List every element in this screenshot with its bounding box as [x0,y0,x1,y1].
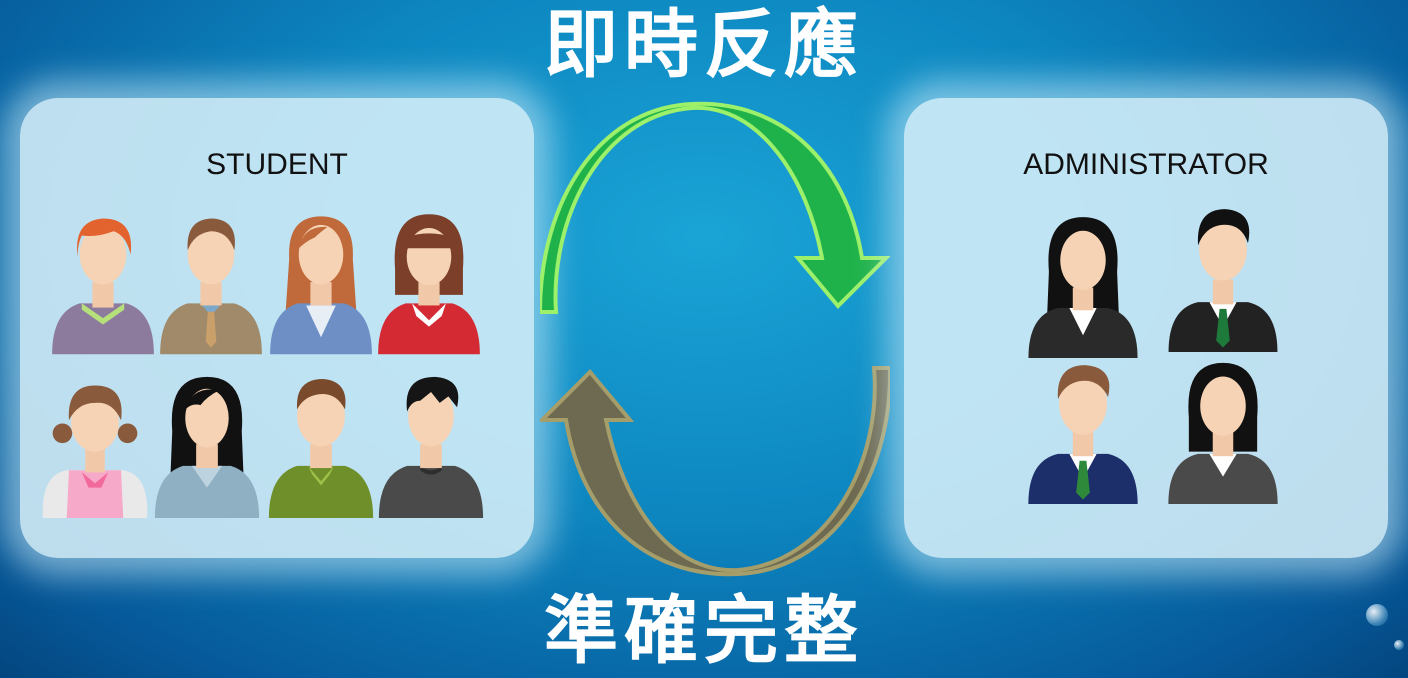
student-avatar-icon [154,376,260,518]
student-panel: STUDENT [20,98,534,558]
administrator-avatar-icon [1168,209,1278,352]
cycle-arrows [540,101,890,577]
student-avatar-icon [52,218,154,355]
top-title: 即時反應 [544,2,864,88]
administrator-avatar-icon [1028,217,1138,358]
student-avatar-icon [268,379,374,518]
decorative-bubble [1366,604,1388,626]
administrator-panel: ADMINISTRATOR [904,98,1388,558]
student-avatar-icon [378,214,480,355]
clockwise-arrow-icon [540,366,890,577]
student-avatar-icon [160,218,262,355]
bottom-title: 準確完整 [544,588,864,674]
clockwise-arrow-icon [540,101,890,314]
student-avatar-icon [378,376,484,518]
student-avatar-icon [42,385,148,518]
decorative-bubble [1394,640,1404,650]
administrator-avatar-icon [1168,362,1278,504]
administrator-avatar-icon [1028,365,1138,504]
administrator-label: ADMINISTRATOR [1023,148,1269,181]
student-avatar-icon [270,216,372,355]
student-label: STUDENT [206,148,348,181]
